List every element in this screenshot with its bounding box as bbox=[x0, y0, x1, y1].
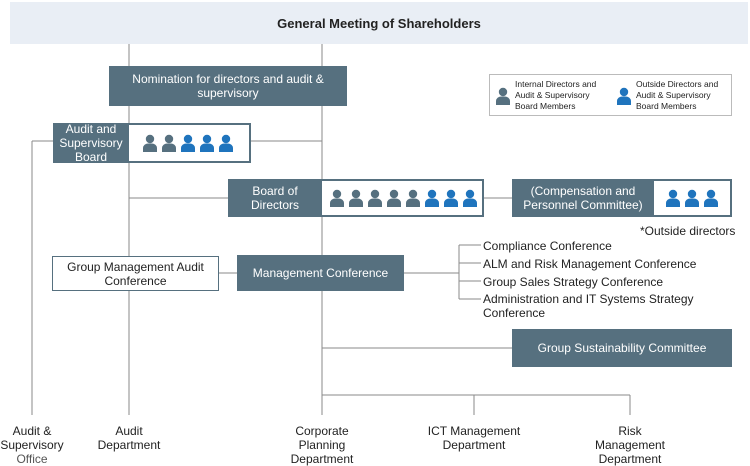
audit-department: Audit Department bbox=[97, 424, 161, 452]
office-line-1: Audit & bbox=[12, 424, 52, 438]
management-conference-label: Management Conference bbox=[252, 266, 389, 280]
sustainability-label: Group Sustainability Committee bbox=[537, 341, 707, 355]
office-line-3: Office bbox=[16, 452, 48, 466]
board-of-directors-label-box: Board of Directors bbox=[228, 179, 322, 217]
group-audit-box: Group Management Audit Conference bbox=[52, 256, 219, 291]
nomination-box: Nomination for directors and audit & sup… bbox=[109, 66, 347, 106]
compensation-members bbox=[665, 189, 719, 207]
outside-member-icon bbox=[666, 189, 680, 207]
audit-board-label-box: Audit and Supervisory Board bbox=[53, 122, 129, 164]
audit-supervisory-office: Audit & Supervisory Office bbox=[0, 424, 64, 466]
office-line-2: Supervisory bbox=[0, 438, 64, 452]
outside-member-icon bbox=[200, 134, 214, 152]
legend-outside-icon bbox=[616, 87, 632, 105]
internal-member-icon bbox=[387, 189, 401, 207]
outside-member-icon bbox=[444, 189, 458, 207]
general-meeting-banner: General Meeting of Shareholders bbox=[10, 2, 748, 44]
general-meeting-title: General Meeting of Shareholders bbox=[277, 15, 481, 31]
nomination-label: Nomination for directors and audit & sup… bbox=[132, 72, 324, 100]
internal-member-icon bbox=[349, 189, 363, 207]
conference-item: ALM and Risk Management Conference bbox=[483, 257, 697, 271]
outside-member-icon bbox=[685, 189, 699, 207]
outside-member-icon bbox=[425, 189, 439, 207]
corporate-planning-department: Corporate Planning Department bbox=[290, 424, 354, 466]
outside-member-icon bbox=[704, 189, 718, 207]
audit-board-label: Audit and Supervisory Board bbox=[59, 122, 123, 164]
legend-outside-label: Outside Directors and Audit & Supervisor… bbox=[636, 79, 719, 111]
group-audit-label: Group Management Audit Conference bbox=[67, 259, 204, 288]
outside-member-icon bbox=[181, 134, 195, 152]
management-conference-box: Management Conference bbox=[237, 255, 404, 291]
conference-item: Group Sales Strategy Conference bbox=[483, 275, 664, 289]
internal-member-icon bbox=[162, 134, 176, 152]
legend-internal-label: Internal Directors and Audit & Superviso… bbox=[515, 79, 597, 111]
legend: Internal Directors and Audit & Superviso… bbox=[489, 74, 732, 116]
sustainability-box: Group Sustainability Committee bbox=[512, 329, 732, 367]
audit-board-members bbox=[142, 134, 234, 152]
compensation-label-box: (Compensation and Personnel Committee) bbox=[512, 179, 654, 217]
risk-management-department: Risk Management Department bbox=[594, 424, 666, 466]
conference-item: Administration and IT Systems Strategy C… bbox=[483, 292, 694, 320]
outside-member-icon bbox=[463, 189, 477, 207]
compensation-label: (Compensation and Personnel Committee) bbox=[523, 184, 643, 212]
outside-member-icon bbox=[219, 134, 233, 152]
board-of-directors-label: Board of Directors bbox=[250, 184, 299, 212]
conference-item: Compliance Conference bbox=[483, 239, 612, 253]
internal-member-icon bbox=[406, 189, 420, 207]
internal-member-icon bbox=[330, 189, 344, 207]
internal-member-icon bbox=[143, 134, 157, 152]
board-of-directors-members bbox=[329, 189, 478, 207]
internal-member-icon bbox=[368, 189, 382, 207]
outside-directors-note: *Outside directors bbox=[640, 224, 736, 238]
legend-internal-icon bbox=[495, 87, 511, 105]
ict-management-department: ICT Management Department bbox=[427, 424, 521, 452]
